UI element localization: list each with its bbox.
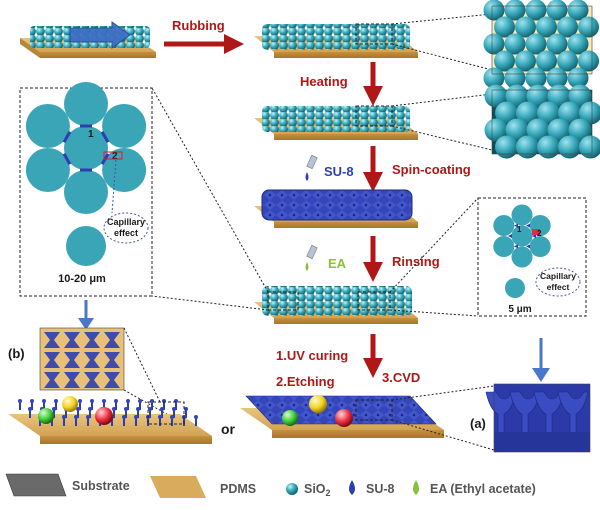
legend-su8: SU-8	[349, 480, 395, 496]
left-capillary-line1: Capillary	[107, 217, 145, 227]
right-node-1: 1	[517, 225, 522, 234]
zoom-panel-heated	[484, 84, 600, 159]
ea-dropper-icon	[305, 244, 318, 271]
heating-arrow: Heating	[300, 62, 383, 106]
legend-substrate: Substrate	[5, 473, 130, 497]
substrate-after-rubbing	[254, 23, 418, 58]
zoom-box-left	[267, 291, 299, 311]
rinsing-arrow: Rinsing	[363, 236, 440, 282]
ea-label: EA	[328, 256, 347, 271]
substrate-su8-coated	[254, 189, 418, 228]
substrate-after-rinsing	[254, 286, 418, 324]
rubbing-label: Rubbing	[172, 18, 225, 33]
etching-label: 2.Etching	[276, 374, 335, 389]
green-droplet-a	[282, 410, 298, 426]
red-droplet	[95, 407, 113, 425]
left-node-1: 1	[88, 129, 94, 140]
right-inset: 1 2 Capillary effect 5 μm	[477, 197, 587, 317]
left-inset: 1 2 Capillary effect 10-20 μm	[19, 82, 153, 297]
sio2-swatch	[286, 483, 298, 495]
legend-pdms: PDMS	[150, 476, 256, 498]
yellow-droplet-a	[309, 395, 327, 413]
ea-drop-icon	[413, 480, 419, 495]
right-capillary-line2: effect	[547, 282, 570, 292]
spin-coating-arrow: Spin-coating	[363, 146, 471, 192]
panel-b-inset	[39, 327, 125, 391]
panel-b-substrate	[8, 396, 212, 444]
yellow-droplet	[62, 396, 78, 412]
cvd-label: 3.CVD	[382, 370, 420, 385]
single-small-sphere	[505, 278, 525, 298]
zoom-box-right	[357, 291, 391, 311]
final-process-arrow: 1.UV curing 2.Etching 3.CVD	[276, 334, 420, 389]
su8-drop-icon	[349, 480, 355, 495]
legend-sio2: SiO2	[286, 482, 331, 498]
or-label: or	[221, 421, 236, 437]
rinsing-label: Rinsing	[392, 254, 440, 269]
single-large-sphere	[66, 226, 106, 266]
heating-label: Heating	[300, 74, 348, 89]
rubbing-arrow: Rubbing	[164, 18, 244, 54]
legend-sio2-label: SiO2	[304, 482, 331, 498]
blue-arrow-right	[532, 338, 550, 382]
spin-coating-label: Spin-coating	[392, 162, 471, 177]
zoom-panel-rubbed	[483, 0, 599, 89]
substrate-swatch	[5, 473, 67, 497]
legend-substrate-label: Substrate	[72, 479, 130, 493]
legend-ea-label: EA (Ethyl acetate)	[430, 482, 536, 496]
green-droplet	[38, 408, 54, 424]
uv-curing-label: 1.UV curing	[276, 348, 348, 363]
left-scale-label: 10-20 μm	[58, 273, 106, 285]
right-scale-label: 5 μm	[508, 304, 531, 315]
left-node-2: 2	[112, 151, 118, 162]
substrate-after-heating	[254, 105, 418, 140]
su8-label: SU-8	[324, 164, 354, 179]
left-capillary-line2: effect	[114, 228, 138, 238]
zoom-box-1	[355, 23, 393, 45]
right-node-2: 2	[537, 229, 542, 238]
panel-a-label: (a)	[470, 416, 486, 431]
panel-b-label: (b)	[8, 346, 25, 361]
right-capillary-line1: Capillary	[540, 271, 576, 281]
panel-a-inset	[485, 383, 591, 453]
legend-ea: EA (Ethyl acetate)	[413, 480, 536, 496]
legend-su8-label: SU-8	[366, 482, 395, 496]
pdms-swatch	[150, 476, 206, 498]
blue-arrow-left	[78, 300, 94, 330]
su8-dropper-icon	[305, 154, 318, 181]
panel-a-substrate	[240, 395, 444, 438]
legend: Substrate PDMS SiO2 SU-8 EA (Ethyl aceta…	[0, 464, 600, 510]
red-droplet-a	[335, 409, 353, 427]
rubbing-start-substrate	[20, 21, 156, 58]
zoom-box-2	[355, 105, 393, 127]
legend-pdms-label: PDMS	[220, 482, 256, 496]
